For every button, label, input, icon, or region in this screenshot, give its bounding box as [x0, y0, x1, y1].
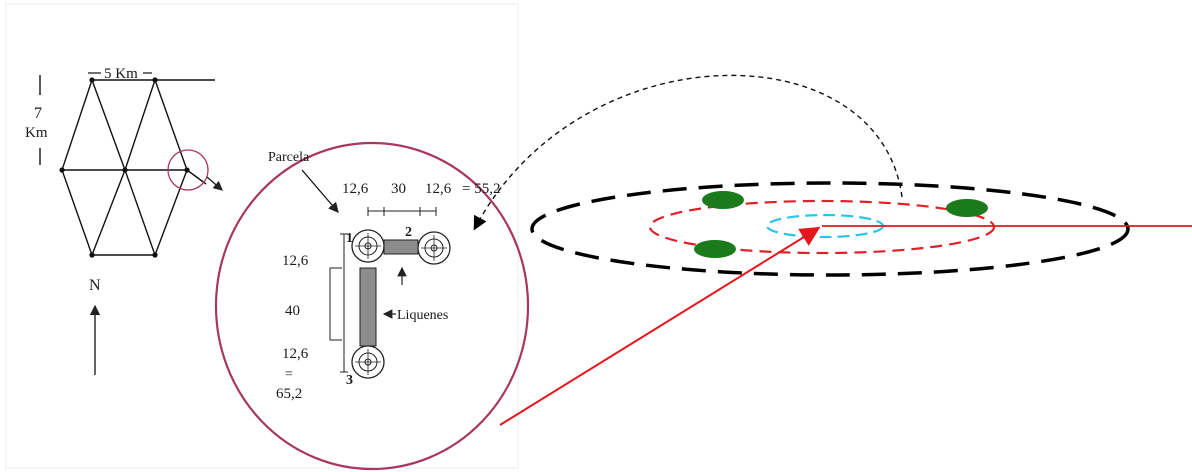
left-dimension-total: 65,2	[276, 386, 302, 402]
grid-edge	[124, 169, 156, 256]
grid-node	[89, 77, 95, 83]
grid-node	[152, 252, 158, 258]
zoom-arrow	[206, 176, 223, 191]
subplot-number: 1	[346, 231, 353, 246]
lichens-label: Liquenes	[397, 308, 448, 323]
grid-node	[59, 167, 65, 173]
left-dimension: 12,6	[282, 253, 309, 269]
lichen-strip-vertical	[359, 267, 377, 347]
grid-focus-circle	[167, 149, 209, 191]
lichen-strip-horizontal	[383, 239, 419, 255]
center-pointer-arrow	[499, 226, 821, 426]
top-dimension: 12,6	[342, 181, 369, 197]
grid-node	[89, 252, 95, 258]
left-dimension: 12,6	[282, 346, 309, 362]
sample-marker	[702, 191, 744, 209]
middle-ring	[648, 199, 996, 255]
grid-node	[152, 77, 158, 83]
left-dimension-equals: =	[285, 367, 293, 382]
grid-height-value: 7	[34, 105, 42, 122]
left-dimension: 40	[285, 303, 300, 319]
curved-link-arrow	[473, 74, 903, 231]
grid-width-label: 5 Km	[104, 66, 138, 82]
sample-marker	[694, 240, 736, 258]
subplot-2	[417, 231, 451, 265]
sample-marker	[946, 199, 988, 217]
left-dimension-bracket	[329, 233, 348, 373]
top-dimension: 30	[391, 181, 406, 197]
grid-nodes	[59, 77, 190, 258]
zoom-connector	[186, 169, 207, 185]
grid-edge	[124, 79, 156, 171]
outer-ring	[530, 181, 1130, 277]
parcela-arrow	[301, 169, 339, 213]
top-dimension-bracket	[367, 207, 437, 216]
sampling-grid	[39, 75, 215, 256]
grid-edge	[91, 169, 126, 256]
subplot-number: 2	[405, 225, 412, 240]
plot-zoom-circle	[214, 141, 530, 471]
subplot-1	[351, 229, 385, 263]
bracket-brace	[329, 267, 342, 341]
left-panel-frame	[5, 3, 519, 469]
grid-height-unit: Km	[25, 125, 48, 141]
grid-node	[122, 167, 128, 173]
top-dimension: 12,6	[425, 181, 452, 197]
subplot-number: 3	[346, 373, 353, 388]
grid-edge	[91, 79, 126, 171]
north-label: N	[89, 277, 101, 294]
subplot-3	[351, 345, 385, 379]
parcela-label: Parcela	[268, 150, 310, 165]
top-dimension-total: = 55,2	[462, 181, 500, 197]
grid-node	[184, 167, 190, 173]
